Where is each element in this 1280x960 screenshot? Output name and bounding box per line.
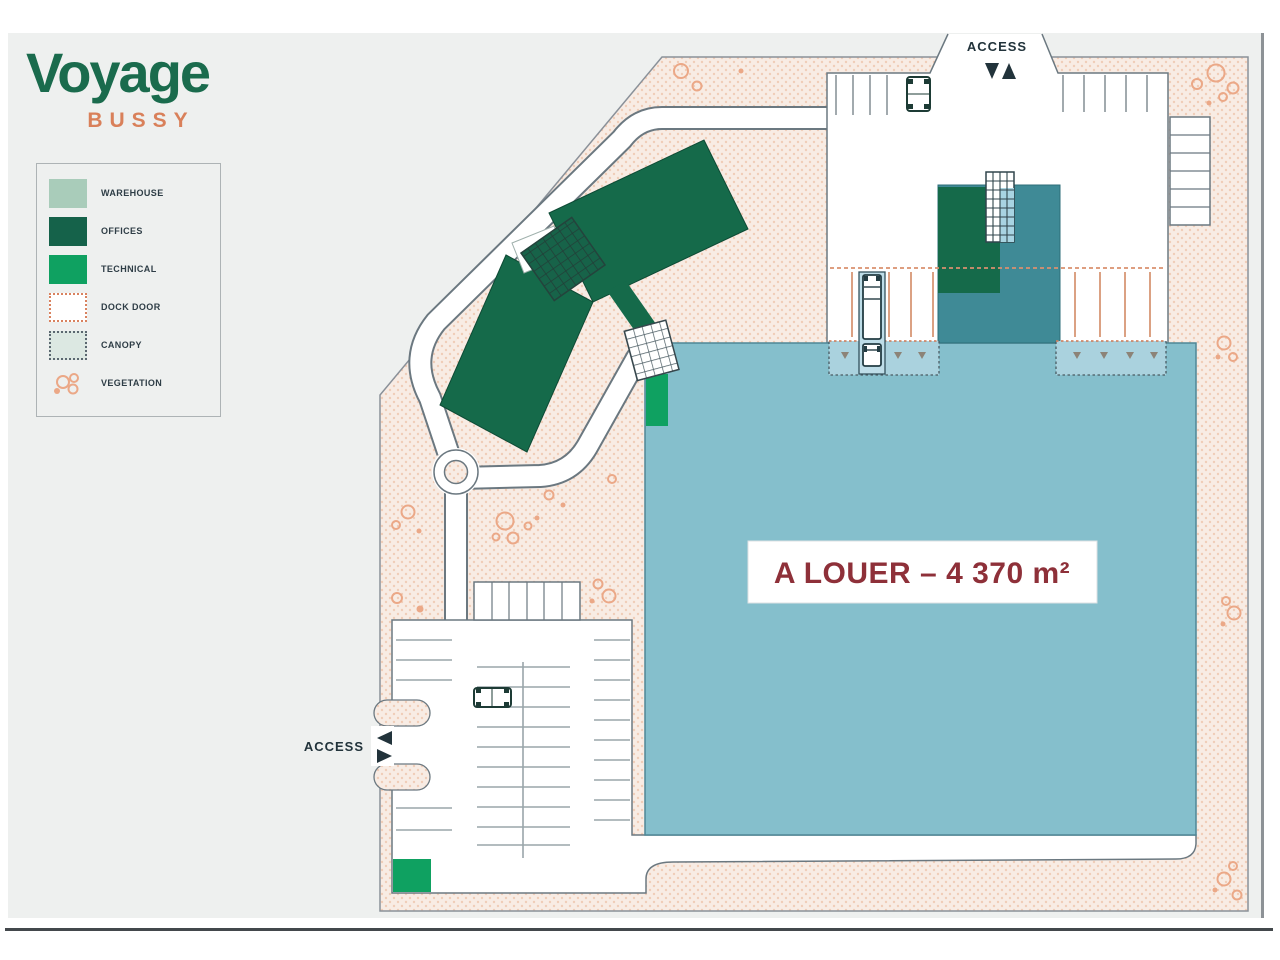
dock-door-markers [841, 352, 1158, 359]
north-building [937, 171, 1061, 344]
dock-door-swatch [49, 292, 87, 322]
technical-swatch [49, 254, 87, 284]
legend-item-canopy: CANOPY [49, 326, 220, 364]
legend-label: VEGETATION [101, 378, 163, 388]
legend-item-offices: OFFICES [49, 212, 220, 250]
technical-block-north [646, 374, 668, 426]
office-glass-roof [519, 216, 607, 302]
entrance-glass-link [623, 319, 680, 382]
brand-block: Voyage BUSSY [26, 41, 256, 133]
legend-label: CANOPY [101, 340, 142, 350]
access-top: ACCESS [967, 39, 1027, 79]
legend-item-technical: TECHNICAL [49, 250, 220, 288]
availability-text: A LOUER – 4 370 m² [774, 557, 1070, 590]
offices-building [439, 139, 749, 453]
access-left: ACCESS [304, 731, 392, 763]
access-left-label: ACCESS [304, 739, 364, 754]
arrow-up-icon [1002, 63, 1016, 79]
dock-zone [828, 267, 1167, 376]
technical-block-south [393, 859, 431, 892]
legend-label: WAREHOUSE [101, 188, 164, 198]
car-icon [473, 687, 512, 708]
arrow-down-icon [985, 63, 999, 79]
brand-location: BUSSY [87, 108, 195, 132]
warehouse-swatch [49, 178, 87, 208]
truck-icon [858, 271, 886, 375]
brand-name: Voyage [26, 41, 211, 104]
courtyard-parking-ticks [835, 75, 1148, 115]
parking-stripes [396, 639, 630, 858]
arrow-right-icon [377, 749, 392, 763]
vegetation-circles [391, 63, 1243, 901]
car-icon-top [906, 76, 931, 112]
legend-label: DOCK DOOR [101, 302, 161, 312]
roads [408, 106, 827, 624]
stair-structure [985, 171, 1015, 243]
legend-item-vegetation: VEGETATION [49, 364, 220, 402]
vegetation-swatch [49, 369, 87, 398]
availability-label: A LOUER – 4 370 m² [747, 540, 1098, 604]
legend-item-dock-door: DOCK DOOR [49, 288, 220, 326]
canopy-swatch [49, 330, 87, 360]
access-top-label: ACCESS [967, 39, 1027, 54]
page-bottom-rule [5, 928, 1273, 931]
legend-item-warehouse: WAREHOUSE [49, 174, 220, 212]
dock-canopy-right [1055, 340, 1167, 376]
roundabout [432, 448, 480, 496]
legend-panel: WAREHOUSE OFFICES TECHNICAL DOCK DOOR CA… [36, 163, 221, 417]
parking-lot [371, 581, 1197, 894]
office-corridor [607, 281, 656, 334]
legend-label: OFFICES [101, 226, 143, 236]
legend-label: TECHNICAL [101, 264, 157, 274]
offices-swatch [49, 216, 87, 246]
vegetation-circles-icon [54, 372, 79, 394]
arrow-left-icon [377, 731, 392, 745]
